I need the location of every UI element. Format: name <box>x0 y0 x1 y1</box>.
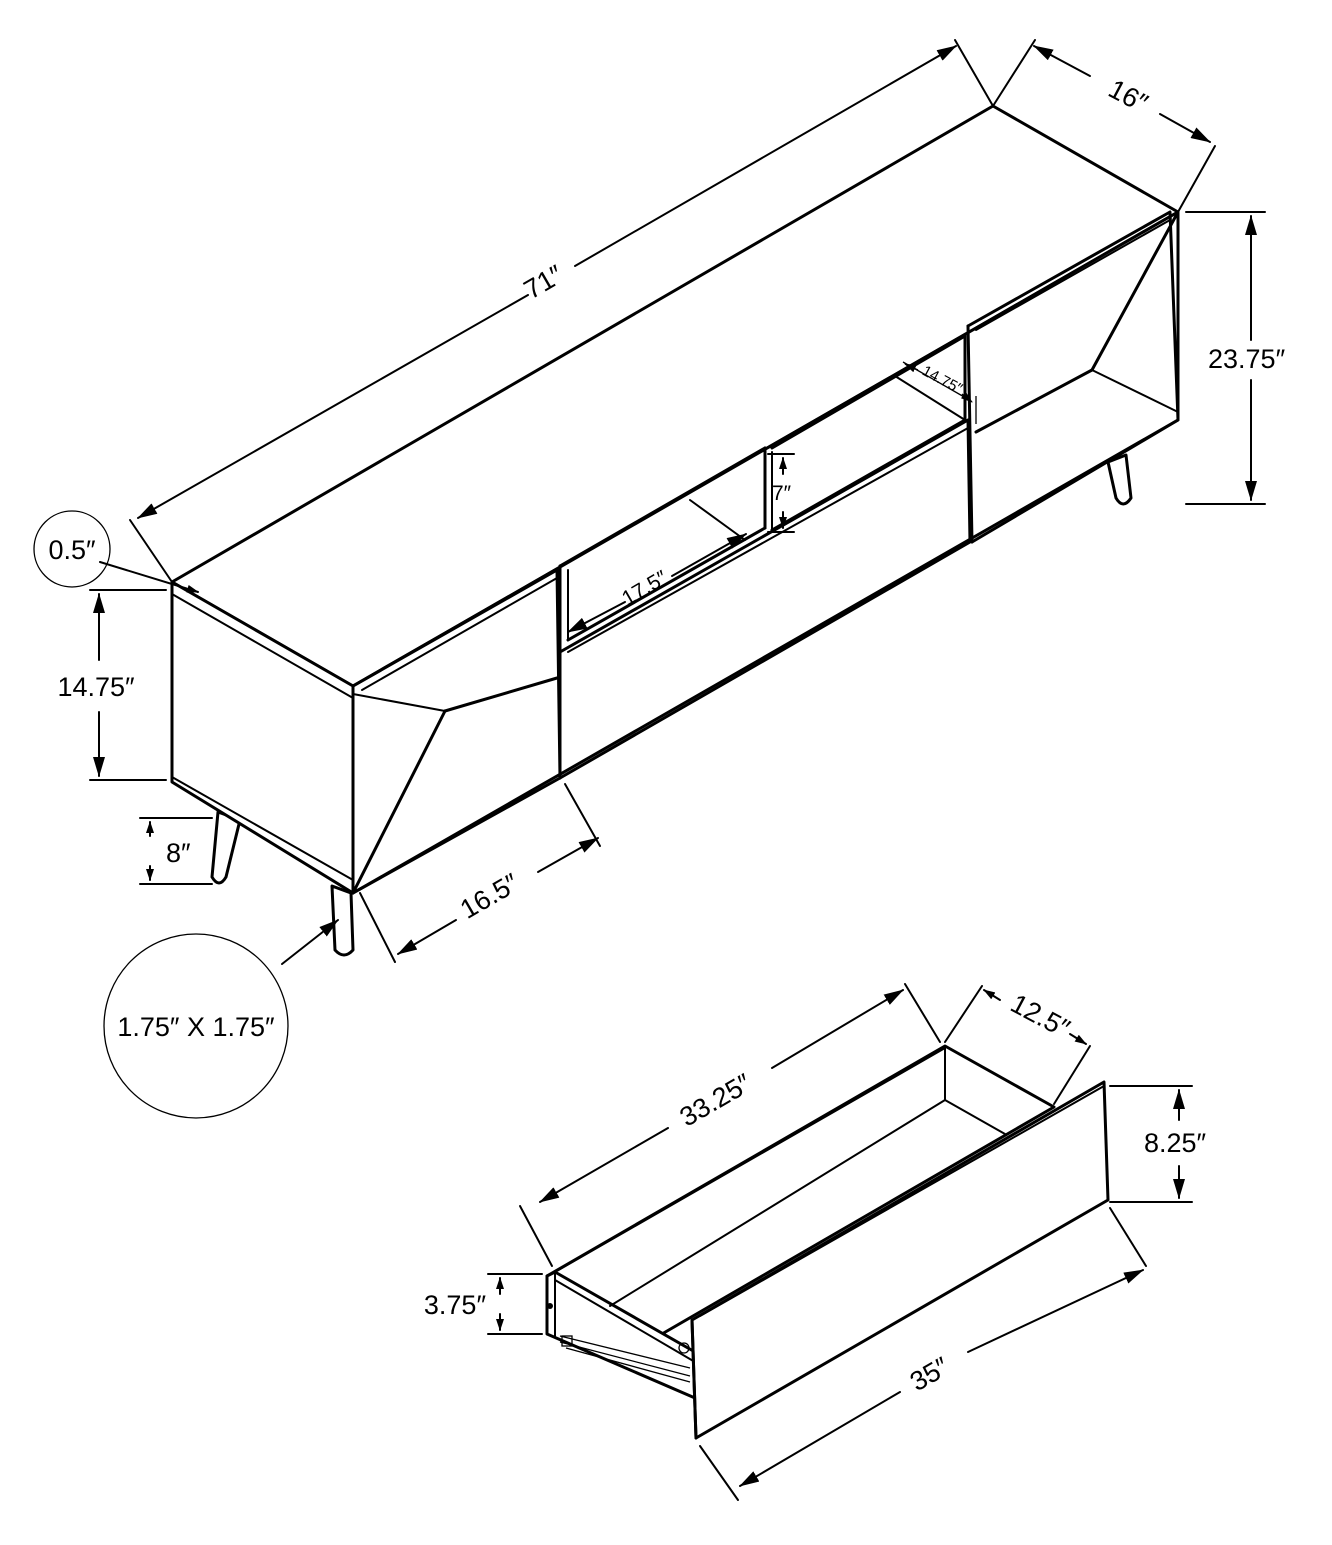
leg-size-callout-circle <box>103 933 289 1119</box>
label-shelf-height: 7″ <box>772 482 792 505</box>
label-cabinet-length: 71″ <box>519 259 569 305</box>
label-drawer-length: 33.25″ <box>675 1068 757 1133</box>
label-drawer-depth: 12.5″ <box>1006 988 1075 1044</box>
label-inner-height: 14.75″ <box>57 672 135 702</box>
drawer <box>545 1044 1110 1440</box>
thickness-callout-circle <box>33 510 111 588</box>
right-door <box>966 210 1180 544</box>
dimension-lines <box>89 39 1266 1501</box>
label-panel-thickness: 0.5″ <box>48 535 96 565</box>
label-door-width: 16.5″ <box>455 867 524 924</box>
label-drawer-front-height: 8.25″ <box>1144 1128 1207 1158</box>
cabinet-drawer-front <box>558 418 972 780</box>
label-drawer-side-height: 3.75″ <box>424 1290 487 1320</box>
label-cabinet-depth: 16″ <box>1104 74 1153 119</box>
tv-cabinet <box>170 104 1180 957</box>
cabinet-legs <box>210 453 1133 957</box>
label-leg-size: 1.75″ X 1.75″ <box>117 1012 275 1042</box>
label-cabinet-height: 23.75″ <box>1208 344 1286 374</box>
label-drawer-front-width: 35″ <box>905 1351 955 1397</box>
label-leg-height: 8″ <box>166 838 191 868</box>
